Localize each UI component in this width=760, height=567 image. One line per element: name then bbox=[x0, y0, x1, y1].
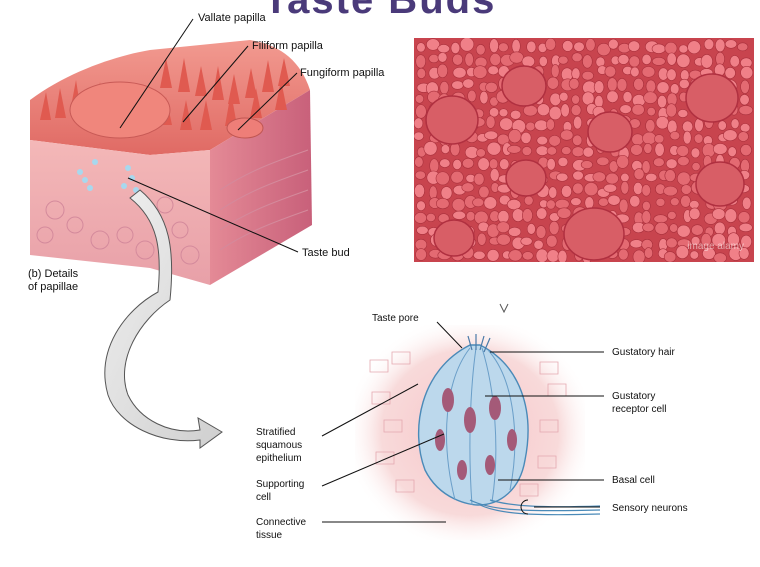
label-supporting-cell: Supporting cell bbox=[256, 479, 305, 503]
neuron-bracket bbox=[520, 499, 529, 515]
label-gustatory-receptor-cell: Gustatory receptor cell bbox=[612, 391, 667, 415]
vallate-dome bbox=[69, 81, 171, 139]
label-taste-bud: Taste bud bbox=[302, 247, 350, 259]
watermark: image alamy bbox=[687, 241, 744, 252]
label-vallate-papilla: Vallate papilla bbox=[198, 12, 266, 24]
label-sensory-neurons: Sensory neurons bbox=[612, 503, 688, 514]
label-fungiform-papilla: Fungiform papilla bbox=[300, 67, 385, 79]
leader-lines bbox=[119, 18, 299, 253]
zoom-arrow bbox=[104, 189, 223, 449]
tongue-micrograph: image alamy bbox=[414, 38, 754, 262]
sensory-neuron-fibers bbox=[469, 499, 601, 516]
label-details-papillae: (b) Details of papillae bbox=[28, 268, 79, 293]
label-connective-tissue: Connective tissue bbox=[256, 517, 307, 541]
figure-title: Taste Buds bbox=[263, 0, 497, 22]
tissue-texture bbox=[36, 149, 309, 265]
tongue-front-face bbox=[30, 140, 210, 285]
label-taste-pore: Taste pore bbox=[372, 313, 419, 324]
gustatory-hairs bbox=[467, 334, 491, 353]
receptor-nuclei bbox=[435, 388, 517, 480]
label-filiform-papilla: Filiform papilla bbox=[252, 40, 323, 52]
marker-triangle bbox=[499, 303, 509, 314]
fungiform-cap bbox=[226, 117, 264, 139]
label-gustatory-hair: Gustatory hair bbox=[612, 347, 675, 358]
label-basal-cell: Basal cell bbox=[612, 475, 655, 486]
bud-leader-lines bbox=[321, 321, 604, 523]
label-stratified-squamous-epithelium: Stratified squamous epithelium bbox=[256, 427, 303, 464]
